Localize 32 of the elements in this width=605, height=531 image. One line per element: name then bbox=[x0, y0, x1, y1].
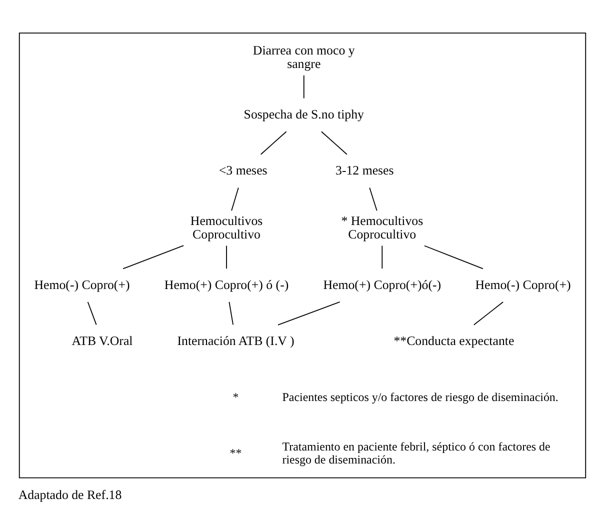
label: Tratamiento en paciente febril, séptico ó con factores de riesgo de diseminación. bbox=[282, 439, 550, 466]
connector bbox=[228, 301, 234, 325]
connector bbox=[369, 186, 378, 211]
label: * bbox=[232, 389, 239, 404]
node-text: Internación ATB (I.V ) bbox=[177, 333, 294, 348]
connector bbox=[321, 130, 348, 154]
label: Pacientes septicos y/o factores de riesgo de diseminación. bbox=[282, 389, 558, 404]
connector bbox=[122, 244, 184, 269]
node-text: Hemo(+) Copro(+)ó(-) bbox=[323, 277, 442, 292]
connector bbox=[278, 301, 340, 325]
node-text: * Hemocultivos Coprocultivo bbox=[341, 213, 424, 242]
connector bbox=[473, 301, 504, 325]
node-text: Sospecha de S.no tiphy bbox=[244, 106, 364, 121]
node-text: Hemo(-) Copro(+) bbox=[34, 277, 130, 292]
node-text: 3-12 meses bbox=[336, 163, 394, 178]
connector bbox=[231, 186, 239, 211]
connector bbox=[260, 130, 287, 154]
connector bbox=[226, 244, 227, 269]
node-text: <3 meses bbox=[218, 163, 268, 178]
node-text: ATB V.Oral bbox=[72, 333, 133, 348]
connector bbox=[303, 74, 304, 98]
node-text: Diarrea con moco y sangre bbox=[252, 42, 355, 71]
connector bbox=[424, 244, 484, 269]
node-text: Hemo(+) Copro(+) ó (-) bbox=[164, 277, 289, 292]
connector bbox=[382, 244, 383, 269]
connector bbox=[87, 301, 97, 325]
label: ** bbox=[230, 445, 242, 460]
node-text: Hemocultivos Coprocultivo bbox=[190, 213, 263, 242]
cluster bbox=[18, 32, 586, 478]
node-text: Hemo(-) Copro(+) bbox=[475, 277, 571, 292]
node-text: **Conducta expectante bbox=[394, 333, 514, 348]
caption: Adaptado de Ref.18 bbox=[18, 488, 122, 502]
